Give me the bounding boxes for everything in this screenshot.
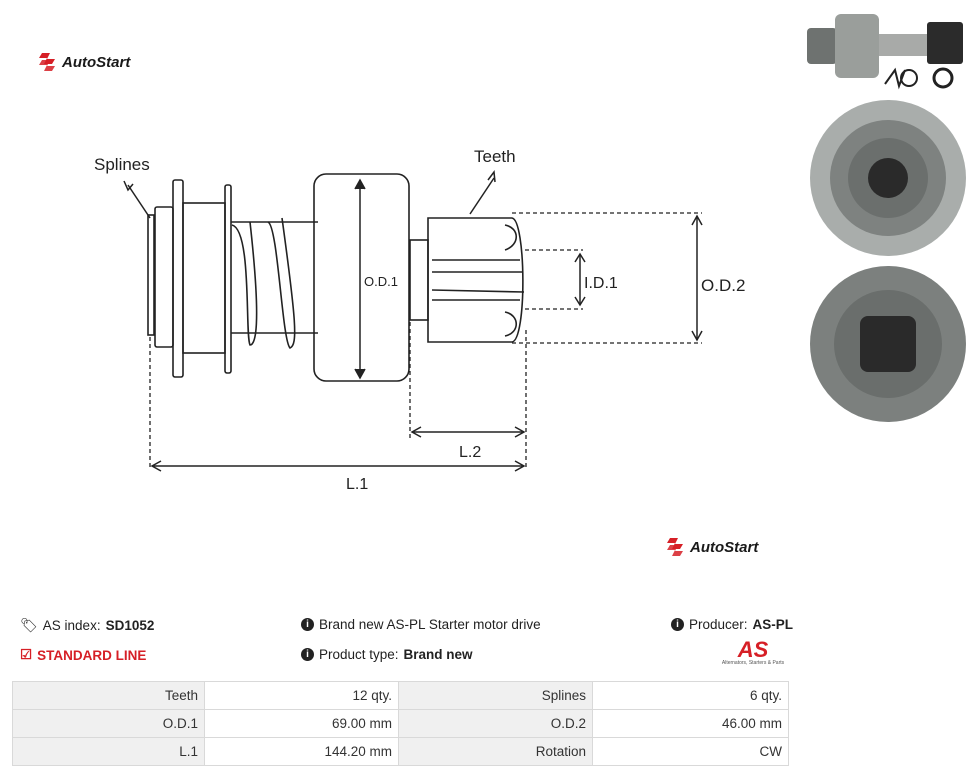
- label-od1: O.D.1: [364, 274, 398, 289]
- spec-key: L.1: [12, 737, 205, 766]
- spec-value: 12 qty.: [204, 681, 399, 710]
- tags-icon: 🏷: [20, 617, 38, 633]
- product-type: i Product type: Brand new: [301, 647, 473, 662]
- table-row: Teeth 12 qty. Splines 6 qty.: [12, 681, 789, 710]
- label-l2: L.2: [459, 444, 481, 461]
- spec-key: O.D.1: [12, 709, 205, 738]
- spline-end: [147, 214, 155, 336]
- info-icon: i: [301, 618, 314, 631]
- product-photo-pinion: [810, 100, 966, 256]
- brand-name: AutoStart: [62, 53, 131, 71]
- product-photo-side: [807, 14, 963, 90]
- standard-line-badge: ☑ STANDARD LINE: [20, 647, 147, 663]
- producer: i Producer: AS-PL: [671, 617, 793, 632]
- producer-logo: AS Alternators, Starters & Parts: [721, 637, 785, 667]
- as-index: 🏷 AS index: SD1052: [20, 617, 155, 633]
- info-icon: i: [301, 648, 314, 661]
- dimension-diagram: Splines Teeth O.D.1 I.D.1 O.D.2 L.2 L.1: [94, 147, 745, 493]
- check-square-icon: ☑: [20, 647, 33, 662]
- autostart-logo-icon: [667, 538, 683, 556]
- product-description: i Brand new AS-PL Starter motor drive: [301, 617, 541, 632]
- spec-value: 144.20 mm: [204, 737, 399, 766]
- brand-logo-bottom: AutoStart: [664, 537, 758, 557]
- label-id1: I.D.1: [584, 275, 618, 292]
- as-index-value: SD1052: [105, 618, 155, 633]
- spec-value: 6 qty.: [592, 681, 789, 710]
- label-teeth: Teeth: [474, 147, 516, 166]
- table-row: O.D.1 69.00 mm O.D.2 46.00 mm: [12, 709, 789, 738]
- label-od2: O.D.2: [701, 276, 745, 295]
- brand-name: AutoStart: [690, 538, 759, 556]
- spec-key: Rotation: [398, 737, 593, 766]
- label-l1: L.1: [346, 476, 368, 493]
- spec-key: O.D.2: [398, 709, 593, 738]
- spec-value: 69.00 mm: [204, 709, 399, 738]
- product-photo-back: [810, 266, 966, 422]
- table-row: L.1 144.20 mm Rotation CW: [12, 737, 789, 766]
- spec-value: CW: [592, 737, 789, 766]
- label-splines: Splines: [94, 155, 150, 174]
- spec-key: Teeth: [12, 681, 205, 710]
- info-icon: i: [671, 618, 684, 631]
- autostart-logo-icon: [39, 53, 55, 71]
- specs-table: Teeth 12 qty. Splines 6 qty. O.D.1 69.00…: [12, 681, 789, 766]
- spec-value: 46.00 mm: [592, 709, 789, 738]
- brand-logo-top: AutoStart: [36, 52, 130, 72]
- spec-key: Splines: [398, 681, 593, 710]
